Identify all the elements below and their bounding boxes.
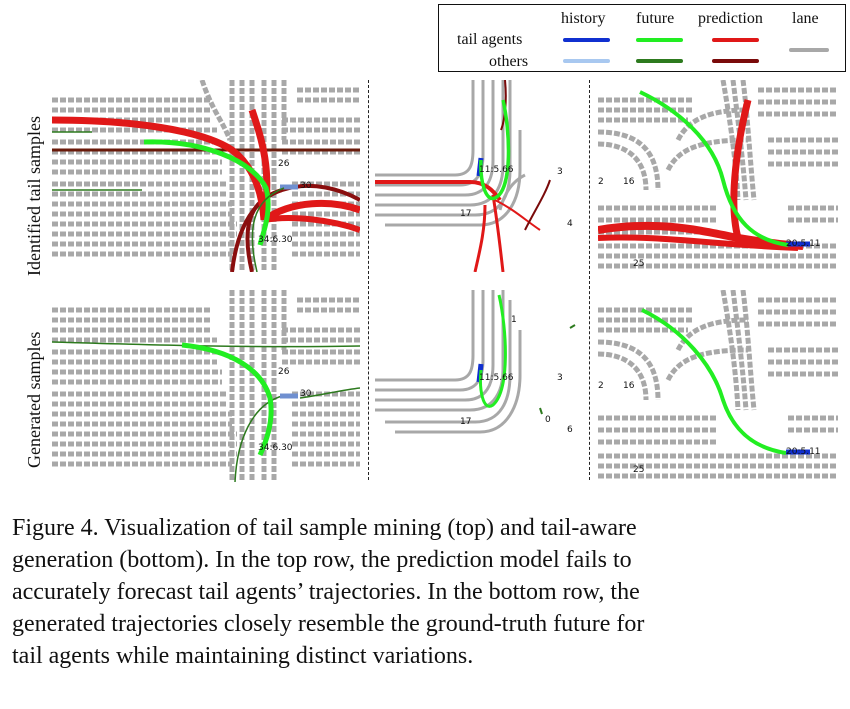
agent-label: 20:5.11 [786,447,821,457]
legend-header-history: history [561,10,606,27]
tail-prediction [730,99,752,239]
agent-label: 16 [623,381,635,391]
caption-line: tail agents while maintaining distinct v… [12,643,474,669]
agent-label: 11:5.66 [479,373,514,383]
agent-label: 2 [598,381,604,391]
agent-label: 25 [633,465,644,475]
agent-label: 16 [623,177,635,187]
legend-box: history future prediction lane tail agen… [438,4,846,72]
panel-right-top: 2 16 25 20:5.11 [598,80,838,272]
legend-swatch-prediction-tail [712,38,759,42]
other-future [251,187,285,272]
divider-right [589,80,590,480]
agent-label: 3 [557,373,563,383]
legend-swatch-prediction-others [712,59,759,63]
caption-line: accurately forecast tail agents’ traject… [12,579,640,605]
agent-label: 17 [460,209,471,219]
legend-header-prediction: prediction [698,10,763,27]
agent-label: 25 [633,259,644,269]
tail-future [479,294,507,408]
legend-header-future: future [636,10,675,27]
legend-swatch-history-tail [563,38,610,42]
agent-label: 4 [567,219,573,229]
tail-future [639,90,789,247]
agent-label: 20:5.11 [786,239,821,249]
other-future [52,341,360,348]
legend-row-others: others [489,53,529,70]
tail-future [143,139,271,246]
other-future [569,324,576,329]
tail-prediction [598,234,799,251]
panel-left-top: 26 30 34:6.30 [52,80,360,272]
caption-line: Figure 4. Visualization of tail sample m… [12,515,637,541]
legend-row-tail-agents: tail agents [457,31,523,48]
agent-label: 6 [567,425,573,435]
tail-future [181,342,274,457]
agent-label: 2 [598,177,604,187]
tail-future [641,308,787,455]
panel-left-bottom: 26 30 34:6.30 [52,290,360,482]
other-future [299,387,360,399]
legend-swatch-history-others [563,59,610,63]
agent-label: 11:5.66 [479,165,514,175]
agent-label: 26 [278,159,290,169]
agent-label: 1 [511,315,517,325]
tail-prediction [494,199,541,231]
tail-prediction [491,194,505,272]
agent-label: 30 [300,181,312,191]
divider-left [368,80,369,480]
agent-label: 0 [545,415,551,425]
tail-prediction [261,200,360,223]
panel-right-bottom: 2 16 25 20:5.11 [598,290,838,482]
panel-middle-bottom: 11:5.66 17 3 0 6 1 [375,290,580,482]
agent-label: 26 [278,367,290,377]
lane-lines [598,290,838,479]
agent-label: 17 [460,417,471,427]
row-label-identified: Identified tail samples [24,116,44,276]
agent-label: 30 [300,389,312,399]
legend-swatch-future-tail [636,38,683,42]
lane-lines [52,80,360,272]
tail-prediction [473,204,487,272]
lane-lines [52,290,360,482]
legend-swatch-future-others [636,59,683,63]
other-prediction [230,183,360,272]
other-future [539,407,543,415]
tail-future [479,99,511,201]
other-prediction [524,179,551,231]
tail-prediction [52,116,268,221]
other-future [234,395,283,482]
legend-header-lane: lane [792,10,819,27]
caption-line: generation (bottom). In the top row, the… [12,547,632,573]
lane-lines [598,80,838,269]
agent-label: 34:6.30 [258,235,293,245]
row-label-generated: Generated samples [24,331,44,468]
figure-caption: Figure 4. Visualization of tail sample m… [12,512,842,672]
agent-label: 34:6.30 [258,443,293,453]
caption-line: generated trajectories closely resemble … [12,611,645,637]
agent-label: 3 [557,167,563,177]
lane-lines [375,290,522,434]
panel-middle-top: 11:5.66 17 3 4 [375,80,580,272]
tail-prediction [263,215,360,233]
legend-swatch-lane [789,48,829,52]
